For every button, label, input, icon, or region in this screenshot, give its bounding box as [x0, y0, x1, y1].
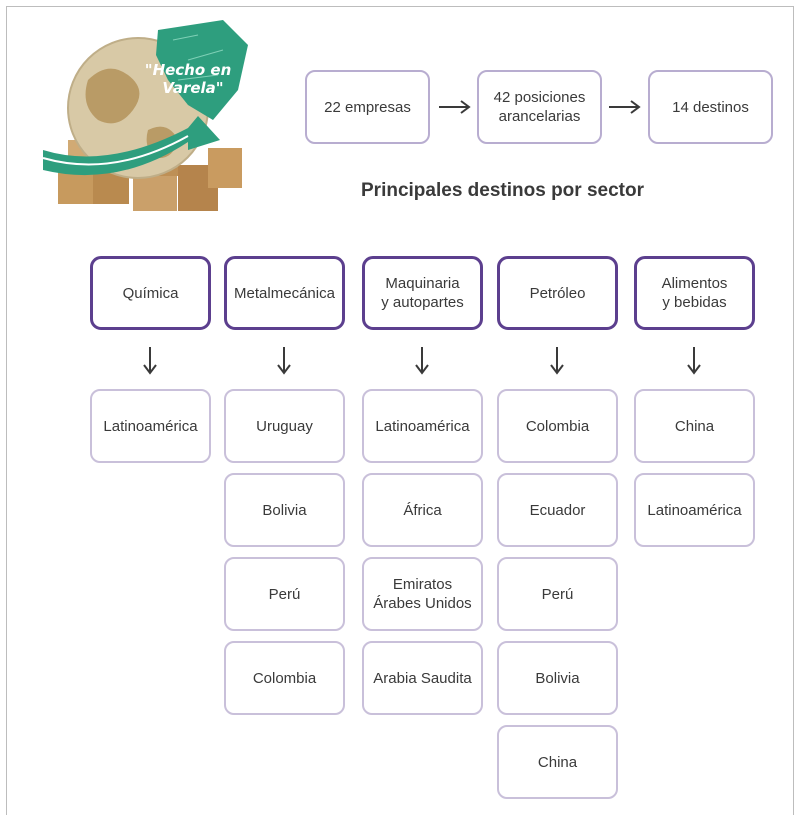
page-frame [6, 6, 794, 815]
destination-box: China [497, 725, 618, 799]
arrow-down-icon [277, 347, 291, 375]
destination-box: Latinoamérica [634, 473, 755, 547]
arrow-down-icon [550, 347, 564, 375]
svg-text:"Hecho en: "Hecho en [145, 61, 232, 79]
destination-box: Perú [224, 557, 345, 631]
destination-box: Ecuador [497, 473, 618, 547]
arrow-down-icon [687, 347, 701, 375]
destination-box: Latinoamérica [90, 389, 211, 463]
hecho-en-varela-logo: "Hecho en Varela" [42, 20, 248, 211]
arrow-down-icon [143, 347, 157, 375]
destination-box: Perú [497, 557, 618, 631]
arrow-down-icon [415, 347, 429, 375]
sector-box: Alimentos y bebidas [634, 256, 755, 330]
destination-box: Colombia [224, 641, 345, 715]
diagram-title: Principales destinos por sector [361, 180, 644, 201]
destination-box: Emiratos Árabes Unidos [362, 557, 483, 631]
destination-box: África [362, 473, 483, 547]
destination-box: Latinoamérica [362, 389, 483, 463]
sector-box: Metalmecánica [224, 256, 345, 330]
flow-step-destinos: 14 destinos [648, 70, 773, 144]
destination-box: Arabia Saudita [362, 641, 483, 715]
svg-text:Varela": Varela" [162, 79, 223, 97]
arrow-right-icon [439, 100, 471, 114]
sector-box: Maquinaria y autopartes [362, 256, 483, 330]
destination-box: Bolivia [497, 641, 618, 715]
destination-box: Colombia [497, 389, 618, 463]
destination-box: China [634, 389, 755, 463]
flow-step-posiciones: 42 posiciones arancelarias [477, 70, 602, 144]
destination-box: Uruguay [224, 389, 345, 463]
flow-step-empresas: 22 empresas [305, 70, 430, 144]
destination-box: Bolivia [224, 473, 345, 547]
sector-box: Química [90, 256, 211, 330]
arrow-right-icon [609, 100, 641, 114]
sector-box: Petróleo [497, 256, 618, 330]
